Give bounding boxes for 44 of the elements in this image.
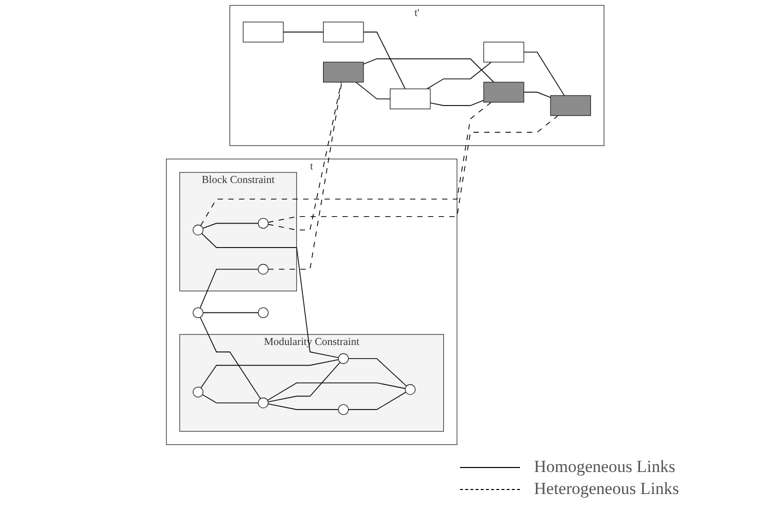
- connector: [202, 394, 258, 404]
- node-circle: [338, 404, 349, 415]
- node-circle: [338, 353, 349, 364]
- node-circle: [404, 384, 416, 395]
- connector: [200, 102, 492, 226]
- node-box: [390, 88, 430, 110]
- connector: [200, 359, 339, 388]
- node-box: [242, 22, 284, 42]
- connector: [200, 316, 261, 400]
- connector: [430, 100, 484, 106]
- connector: [362, 58, 494, 83]
- node-circle: [192, 224, 204, 236]
- node-box: [550, 95, 591, 116]
- connector: [202, 222, 258, 229]
- connector: [348, 392, 406, 410]
- cluster: Block Constraint: [179, 172, 297, 292]
- cluster: t': [229, 5, 604, 146]
- connector: [348, 358, 407, 387]
- node-box: [483, 82, 524, 103]
- node-circle: [192, 386, 204, 398]
- connector: [201, 233, 339, 358]
- connector: [199, 268, 258, 308]
- node-box: [483, 42, 524, 62]
- connector: [523, 92, 551, 98]
- node-box: [322, 22, 364, 42]
- connector: [355, 82, 390, 100]
- connector: [426, 62, 492, 90]
- node-box: [322, 62, 364, 83]
- connector: [362, 32, 406, 90]
- node-circle: [258, 218, 268, 229]
- node-circle: [258, 264, 268, 275]
- node-circle: [258, 398, 268, 408]
- connector: [523, 52, 565, 96]
- legend-text: Heterogeneous Links: [534, 479, 679, 499]
- connector: [266, 382, 406, 401]
- legend-text: Homogeneous Links: [534, 457, 676, 477]
- connector: [268, 403, 339, 410]
- connector: [268, 82, 342, 230]
- node-circle: [192, 307, 204, 318]
- connector: [202, 312, 258, 314]
- connector: [268, 362, 340, 402]
- connector: [268, 82, 342, 270]
- node-circle: [258, 307, 268, 318]
- connector: [268, 115, 558, 223]
